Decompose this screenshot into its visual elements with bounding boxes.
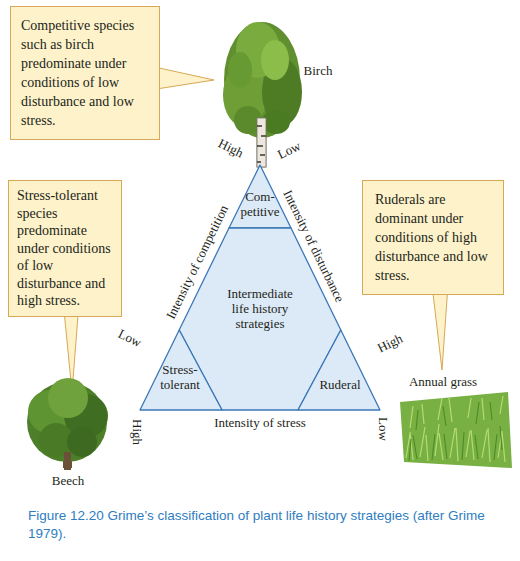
- beech-canopy: [67, 427, 97, 457]
- beech-canopy: [48, 378, 88, 418]
- birch-bark-marks: [257, 126, 266, 162]
- callout-text: Ruderals are dominant under conditions o…: [375, 190, 491, 285]
- beech-trunk: [64, 452, 71, 470]
- strategy-region: Ruderal: [298, 330, 380, 410]
- axis-end-label: Low: [275, 138, 303, 162]
- region-label: Ruderal: [309, 377, 371, 392]
- strategy-region: Stress- tolerant: [140, 330, 222, 410]
- axis-label: Intensity of stress: [214, 415, 306, 430]
- birch-canopy: [261, 40, 289, 80]
- birch-canopy: [228, 52, 252, 88]
- callout-box: Ruderals are dominant under conditions o…: [362, 180, 504, 295]
- callout-text: Competitive species such as birch predom…: [21, 16, 149, 130]
- birch-trunk: [257, 118, 266, 167]
- axis-end-label: High: [216, 136, 246, 161]
- tree-label: Beech: [52, 473, 84, 488]
- callout-box: Competitive species such as birch predom…: [10, 6, 160, 140]
- region-label: Stress- tolerant: [155, 362, 205, 392]
- region-shape: [140, 330, 222, 410]
- grass-illustration: [400, 392, 512, 468]
- callout-tail: [432, 285, 448, 370]
- callout-box: Stress-tolerant species predominate unde…: [8, 180, 122, 317]
- region-label: Com- petitive: [235, 189, 285, 219]
- plant-label: Annual grass: [409, 374, 477, 389]
- callout-text: Stress-tolerant species predominate unde…: [17, 187, 113, 310]
- grass-patch: [400, 392, 512, 468]
- axis-end-label: Low: [116, 326, 144, 350]
- grass-blades: [406, 396, 505, 462]
- grass-blades: [409, 402, 502, 461]
- beech-illustration: [27, 378, 108, 470]
- axis-end-label: High: [375, 331, 405, 356]
- region-outline: [298, 330, 380, 410]
- axis-end-label: High: [130, 419, 145, 445]
- axis-end-label: Low: [376, 417, 391, 441]
- tree-label: Birch: [304, 63, 333, 78]
- figure-caption: Figure 12.20 Grime’s classification of p…: [28, 507, 498, 543]
- region-label: Intermediate life history strategies: [220, 286, 300, 331]
- region-shape: [298, 330, 380, 410]
